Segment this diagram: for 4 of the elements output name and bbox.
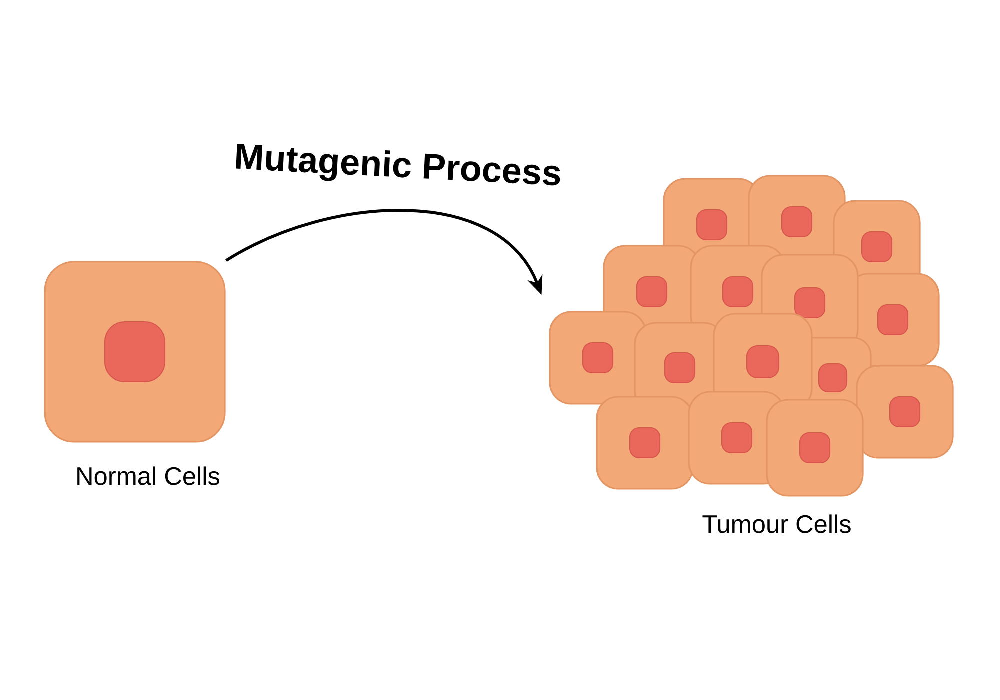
cell-drawing xyxy=(44,261,226,443)
cell-label: Tumour Cells xyxy=(702,514,851,534)
cell-label: Normal Cells xyxy=(78,466,220,486)
edge-label: Mutagenic Process xyxy=(236,144,560,186)
